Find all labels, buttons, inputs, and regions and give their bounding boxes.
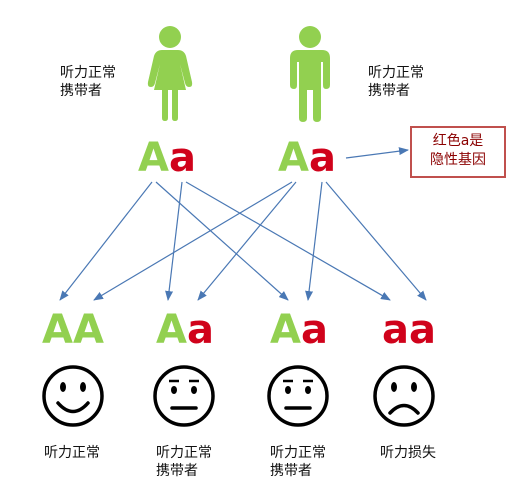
child3-allele-2: a [300, 307, 328, 353]
child2-genotype: Aa [156, 310, 214, 350]
parent-left-allele-2: a [168, 135, 196, 181]
arrow-left-a-to-child4 [185, 181, 391, 301]
child1-label-line1: 听力正常 [44, 445, 100, 461]
child3-label-line1: 听力正常 [270, 445, 326, 461]
child4-allele-2: a [409, 307, 436, 353]
child2-label: 听力正常 携带者 [156, 444, 212, 480]
male-person-icon [290, 26, 330, 122]
parent-right-label-line2: 携带者 [368, 83, 410, 99]
parent-right-allele-2: a [308, 135, 336, 181]
arrow-left-a-to-child2 [165, 181, 183, 301]
arrow-right-A-to-child2 [197, 181, 297, 301]
child2-label-line2: 携带者 [156, 463, 198, 479]
parent-left-label-line1: 听力正常 [60, 65, 116, 81]
child4-allele-1: a [382, 307, 409, 353]
child2-label-line1: 听力正常 [156, 445, 212, 461]
parent-left-label: 听力正常 携带者 [60, 64, 116, 100]
child4-label: 听力损失 [380, 444, 436, 462]
arrow-left-A-to-child3 [155, 181, 289, 301]
arrow-right-a-to-child4 [325, 181, 427, 301]
arrow-right-a-to-child3 [305, 181, 323, 301]
note-line2: 隐性基因 [430, 152, 486, 168]
child2-allele-2: a [186, 307, 214, 353]
arrow-right-A-to-child1 [93, 181, 293, 301]
child1-allele-1: A [42, 307, 73, 353]
child3-genotype: Aa [270, 310, 328, 350]
neutral-face-icon [153, 365, 215, 427]
recessive-gene-note: 红色a是 隐性基因 [410, 126, 506, 178]
child3-label: 听力正常 携带者 [270, 444, 326, 480]
arrow-left-A-to-child1 [59, 181, 153, 301]
smile-face-icon [42, 365, 104, 427]
child4-label-line1: 听力损失 [380, 445, 436, 461]
sad-face-icon [373, 365, 435, 427]
parent-left-allele-1: A [138, 135, 169, 181]
child3-label-line2: 携带者 [270, 463, 312, 479]
parent-right-allele-1: A [278, 135, 309, 181]
parent-right-label-line1: 听力正常 [368, 65, 424, 81]
child4-genotype: aa [382, 310, 436, 350]
neutral-face-icon [267, 365, 329, 427]
parent-right-label: 听力正常 携带者 [368, 64, 424, 100]
parent-left-label-line2: 携带者 [60, 83, 102, 99]
note-line1: 红色a是 [432, 133, 484, 149]
child1-genotype: AA [42, 310, 104, 350]
child3-allele-1: A [270, 307, 301, 353]
child1-label: 听力正常 [44, 444, 100, 462]
child1-allele-2: A [72, 307, 104, 353]
child2-allele-1: A [156, 307, 187, 353]
parent-left-genotype: Aa [138, 138, 196, 178]
arrow-to-note [345, 147, 409, 159]
parent-right-genotype: Aa [278, 138, 336, 178]
female-person-icon [147, 26, 193, 121]
